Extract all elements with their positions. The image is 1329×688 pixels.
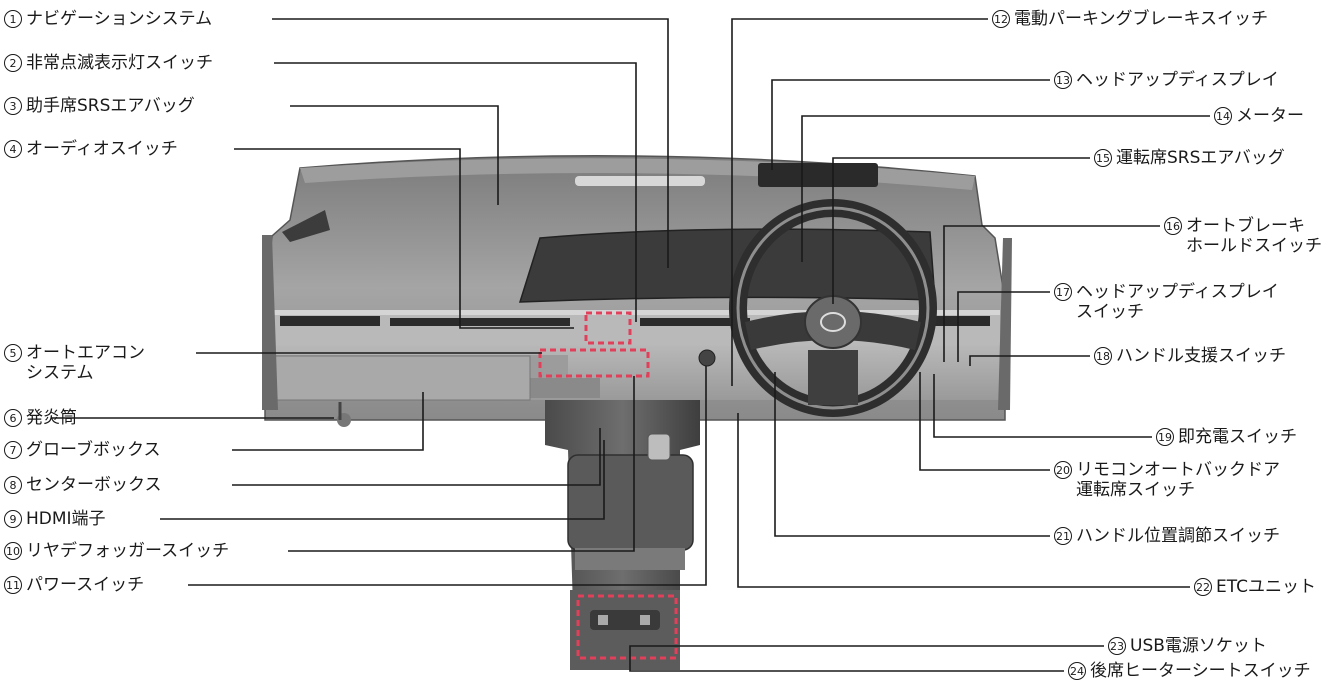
callout-number: 8 (4, 476, 22, 494)
callout-number: 18 (1094, 347, 1112, 365)
auto-aircon-highlight (538, 348, 650, 378)
callout-text: オーディオスイッチ (26, 139, 178, 159)
callout-text: 非常点滅表示灯スイッチ (26, 53, 213, 73)
callout-text: リモコンオートバックドア (1076, 460, 1280, 480)
display-screen (518, 228, 936, 303)
hud-unit (758, 163, 878, 187)
callout-text: HDMI端子 (26, 509, 106, 529)
callout-number: 13 (1054, 71, 1072, 89)
callout-number: 22 (1194, 578, 1212, 596)
callout-text-line2: 運転席スイッチ (1076, 480, 1195, 500)
callout-number: 1 (4, 10, 22, 28)
callout-text: ハンドル支援スイッチ (1116, 346, 1286, 366)
callout-number: 6 (4, 409, 22, 427)
callout-number: 5 (4, 344, 22, 362)
shift-knob (647, 433, 671, 461)
callout-number: 20 (1054, 461, 1072, 479)
callout-number: 9 (4, 510, 22, 528)
callout-text: ヘッドアップディスプレイ (1076, 282, 1279, 302)
callout-text: USB電源ソケット (1130, 636, 1267, 656)
callout-text: オートブレーキ (1186, 216, 1305, 236)
callout-text: リヤデフォッガースイッチ (26, 541, 230, 561)
callout-number: 19 (1156, 428, 1174, 446)
callout-number: 3 (4, 97, 22, 115)
callout-text: メーター (1236, 106, 1304, 126)
callout-text: ナビゲーションシステム (26, 9, 213, 29)
callout-number: 14 (1214, 107, 1232, 125)
hazard-switch-highlight (584, 311, 632, 345)
callout-number: 24 (1068, 662, 1086, 680)
callout-number: 21 (1054, 527, 1072, 545)
callout-number: 11 (4, 576, 22, 594)
center-box-lid (567, 454, 694, 551)
callout-text: 後席ヒーターシートスイッチ (1090, 661, 1311, 681)
callout-number: 10 (4, 542, 22, 560)
callout-text: オートエアコン (26, 343, 145, 363)
vent-strip (280, 316, 990, 326)
callout-text: パワースイッチ (26, 575, 145, 595)
callout-text: センターボックス (26, 475, 162, 495)
callout-number: 17 (1054, 283, 1072, 301)
leader-lines (52, 18, 1210, 672)
callout-text-line2: ホールドスイッチ (1186, 236, 1322, 256)
power-button-shape (698, 349, 716, 367)
callout-text: ETCユニット (1216, 577, 1316, 597)
callout-text-line2: スイッチ (1076, 302, 1144, 322)
callout-text: 即充電スイッチ (1178, 427, 1297, 447)
callout-text: 電動パーキングブレーキスイッチ (1014, 9, 1268, 29)
callout-number: 15 (1094, 149, 1112, 167)
callout-text: 発炎筒 (26, 408, 77, 428)
callout-number: 2 (4, 54, 22, 72)
left-vent-top (282, 210, 330, 242)
callout-text: ヘッドアップディスプレイ (1076, 70, 1279, 90)
callout-number: 16 (1164, 217, 1182, 235)
callout-text: 運転席SRSエアバッグ (1116, 148, 1285, 168)
callout-number: 4 (4, 140, 22, 158)
glove-box-shape (274, 355, 531, 401)
highlight-boxes (538, 311, 678, 660)
callout-number: 12 (992, 10, 1010, 28)
callout-text: グローブボックス (26, 440, 161, 460)
callout-text: ハンドル位置調節スイッチ (1076, 526, 1280, 546)
callout-number: 23 (1108, 637, 1126, 655)
callout-text: 助手席SRSエアバッグ (26, 96, 195, 116)
callout-text-line2: システム (26, 363, 94, 383)
callout-number: 7 (4, 441, 22, 459)
